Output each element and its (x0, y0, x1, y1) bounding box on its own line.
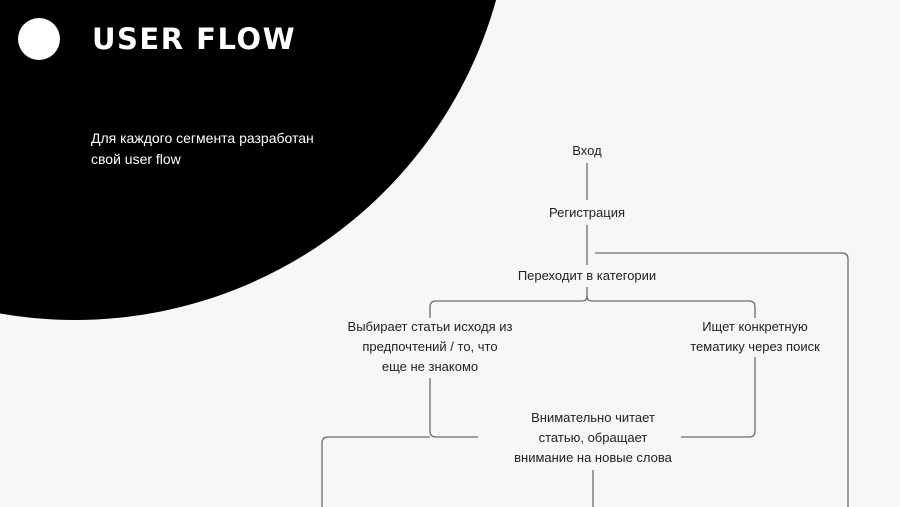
connector-categories-right (586, 295, 756, 318)
node-line: предпочтений / то, что (362, 339, 498, 354)
flow-node-reads-article: Внимательно читает статью, обращает вним… (493, 408, 693, 468)
subtitle-line: Для каждого сегмента разработан (91, 130, 314, 146)
decorative-black-circle (0, 0, 497, 320)
node-line: тематику через поиск (690, 339, 820, 354)
page-title: USER FLOW (92, 22, 297, 56)
connector-categories-left (429, 287, 588, 318)
flow-node-registration: Регистрация (549, 205, 625, 220)
node-line: статью, обращает (538, 430, 648, 445)
connector-left-down (321, 436, 430, 507)
subtitle: Для каждого сегмента разработан свой use… (91, 128, 351, 170)
node-line: внимание на новые слова (514, 450, 672, 465)
connector-registration-bypass (595, 252, 849, 507)
flow-node-choose-articles: Выбирает статьи исходя из предпочтений /… (330, 317, 530, 377)
flow-node-categories: Переходит в категории (517, 268, 657, 283)
flow-node-search-topic: Ищет конкретную тематику через поиск (655, 317, 855, 357)
connector-right-reads (681, 357, 756, 438)
flow-node-entry: Вход (572, 143, 602, 158)
node-line: Внимательно читает (531, 410, 655, 425)
node-line: Выбирает статьи исходя из (347, 319, 513, 334)
subtitle-line: свой user flow (91, 151, 181, 167)
white-dot-icon (18, 18, 60, 60)
connector-left-reads (429, 378, 478, 438)
node-line: еще не знакомо (381, 359, 479, 374)
node-line: Ищет конкретную (702, 319, 808, 334)
